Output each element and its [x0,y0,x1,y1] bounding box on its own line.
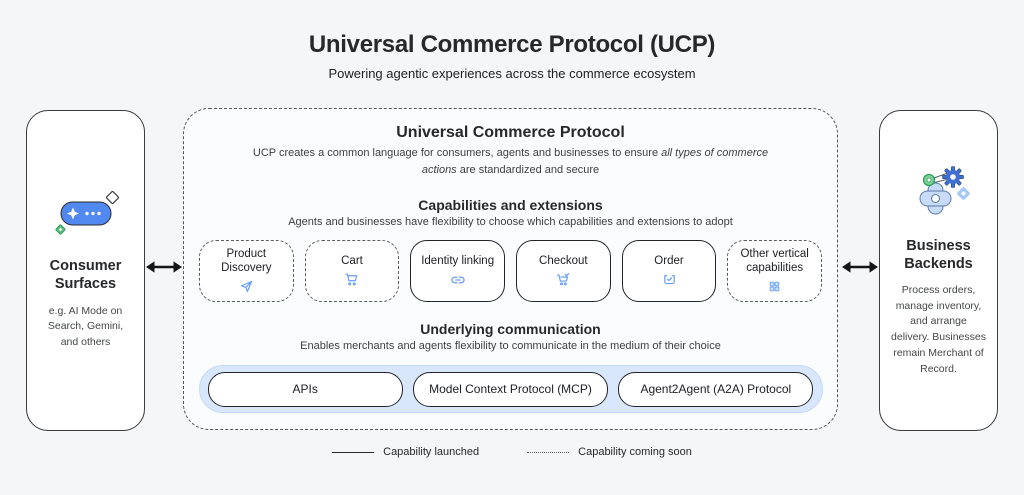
page-subtitle: Powering agentic experiences across the … [328,66,696,81]
consumer-surfaces-title: Consumer Surfaces [49,258,122,293]
right-bidirectional-arrow-icon [841,257,879,282]
ucp-panel-title: Universal Commerce Protocol [396,124,625,141]
legend-launched-label: Capability launched [383,446,480,458]
communication-bar: APIs Model Context Protocol (MCP) Agent2… [198,365,823,413]
protocol-mcp: Model Context Protocol (MCP) [412,371,609,407]
capability-label: Product Discovery [221,247,272,274]
legend-coming-soon-label: Capability coming soon [578,446,692,458]
communication-section-subtitle: Enables merchants and agents flexibility… [300,340,721,352]
business-backends-title: Business Backends [904,237,973,272]
solid-line-swatch [332,451,375,453]
capability-cart: Cart [304,240,400,302]
capabilities-section-subtitle: Agents and businesses have flexibility t… [288,216,733,228]
capabilities-section-title: Capabilities and extensions [418,197,603,213]
gears-automation-icon [904,164,974,223]
capability-other-vertical: Other vertical capabilities [727,240,823,302]
cart-checkout-icon [556,272,571,287]
page-title: Universal Commerce Protocol (UCP) [308,31,716,58]
legend-coming-soon: Capability coming soon [527,446,692,458]
capability-label: Checkout [539,254,588,267]
grid-icon [768,279,781,294]
dotted-line-swatch [527,451,570,453]
link-icon [450,272,466,287]
legend-launched: Capability launched [332,446,479,458]
business-backends-panel: Business Backends Process orders, manage… [879,110,998,431]
protocol-apis: APIs [207,371,403,407]
ucp-panel-description: UCP creates a common language for consum… [252,147,769,176]
cart-icon [344,272,359,287]
business-backends-description: Process orders, manage inventory, and ar… [891,283,986,375]
communication-section-title: Underlying communication [420,321,601,337]
capability-product-discovery: Product Discovery [198,240,294,302]
capability-label: Order [654,254,684,267]
order-check-icon [662,272,677,287]
capability-label: Identity linking [421,254,495,267]
ai-spark-pill-icon [51,190,121,243]
consumer-surfaces-description: e.g. AI Mode on Search, Gemini, and othe… [47,304,124,349]
capability-checkout: Checkout [516,240,611,302]
ucp-panel: Universal Commerce Protocol UCP creates … [183,108,838,430]
capability-order: Order [621,240,717,302]
capabilities-row: Product Discovery Cart Identity linking [198,240,823,302]
legend: Capability launched Capability coming so… [0,446,1024,458]
capability-label: Other vertical capabilities [740,247,809,274]
capability-label: Cart [341,254,363,267]
consumer-surfaces-panel: Consumer Surfaces e.g. AI Mode on Search… [26,110,145,431]
capability-identity-linking: Identity linking [410,240,505,302]
send-icon [239,279,254,294]
left-bidirectional-arrow-icon [145,257,183,282]
protocol-a2a: Agent2Agent (A2A) Protocol [618,371,814,407]
